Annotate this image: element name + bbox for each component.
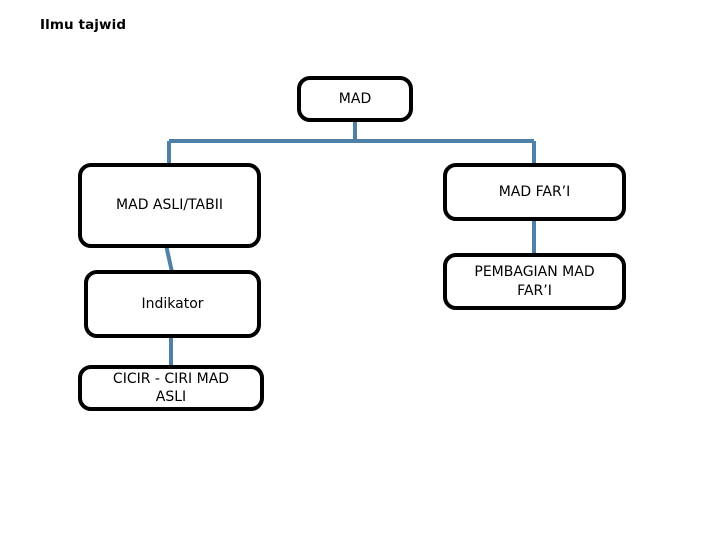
node-indikator[interactable]: Indikator <box>84 270 261 338</box>
node-mad-asli-tabii[interactable]: MAD ASLI/TABII <box>78 163 261 248</box>
node-pembagian-mad-fari-label: PEMBAGIAN MAD FAR’I <box>474 264 595 299</box>
node-mad-fari[interactable]: MAD FAR’I <box>443 163 626 221</box>
node-mad-asli-tabii-label: MAD ASLI/TABII <box>116 197 223 214</box>
node-cicir-ciri-mad-asli[interactable]: CICIR - CIRI MAD ASLI <box>78 365 264 411</box>
connector-mad-asli-to-indikator <box>164 244 174 273</box>
node-mad[interactable]: MAD <box>297 76 413 122</box>
page-title: Ilmu tajwid <box>40 17 127 33</box>
node-pembagian-mad-fari[interactable]: PEMBAGIAN MAD FAR’I <box>443 253 626 310</box>
node-mad-fari-label: MAD FAR’I <box>498 183 571 200</box>
node-cicir-ciri-mad-asli-label: CICIR - CIRI MAD ASLI <box>112 370 230 405</box>
node-indikator-label: Indikator <box>141 295 204 312</box>
node-mad-label: MAD <box>338 90 372 107</box>
